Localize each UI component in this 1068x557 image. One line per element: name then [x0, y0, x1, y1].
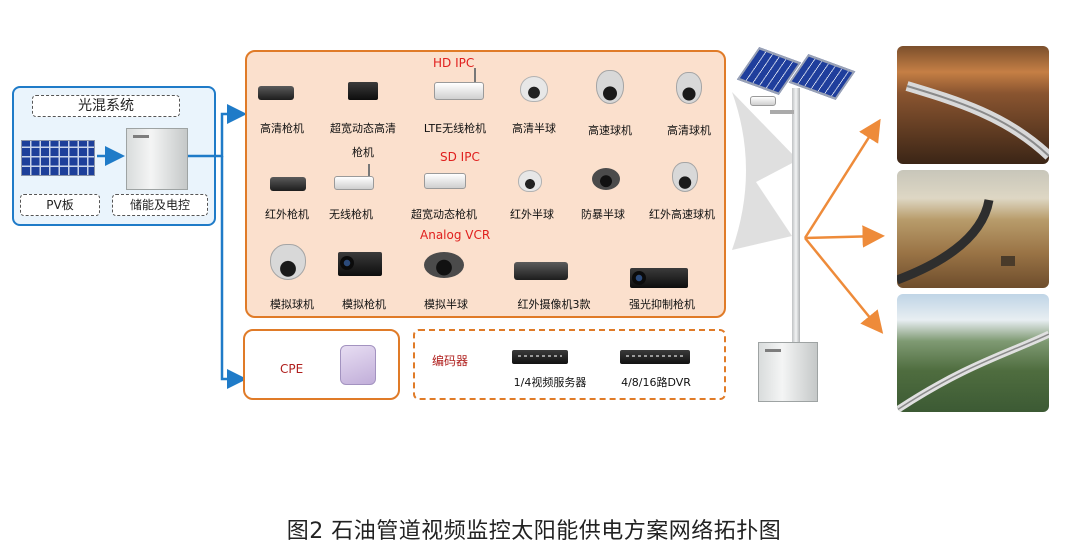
- hybrid-system-title: 光混系统: [32, 95, 180, 117]
- label-ir-bullet: 红外枪机: [265, 208, 309, 221]
- hybrid-system-box: 光混系统 PV板 储能及电控: [12, 86, 216, 226]
- analog-bullet-lens-icon: [340, 256, 354, 270]
- label-super-dynamic-bullet: 超宽动态枪机: [411, 208, 477, 221]
- hd-bullet-camera-icon: [258, 86, 294, 100]
- storage-label: 储能及电控: [112, 194, 208, 216]
- super-dynamic-bullet-icon: [424, 173, 466, 189]
- video-server-icon: [512, 350, 568, 364]
- super-dynamic-hd-camera-icon: [348, 82, 378, 100]
- hd-speed-dome-icon: [596, 70, 624, 104]
- label-strong-light-bullet: 强光抑制枪机: [629, 298, 695, 311]
- pipeline-photo-trench: [897, 170, 1049, 288]
- pipeline-grassland-pipe: [897, 330, 1049, 412]
- label-analog-bullet: 模拟枪机: [342, 298, 386, 311]
- pipeline-photo-desert: [897, 46, 1049, 164]
- power-to-cpe-arrow: [220, 156, 247, 389]
- label-hd-half-dome: 高清半球: [512, 122, 556, 135]
- sd-ipc-title: SD IPC: [440, 150, 480, 164]
- arrow-to-photo-1: [803, 118, 881, 239]
- arrow-to-photo-3: [804, 237, 884, 334]
- vandal-dome-icon: [592, 168, 620, 190]
- cpe-box: [243, 329, 400, 400]
- label-hd-bullet: 高清枪机: [260, 122, 304, 135]
- analog-half-dome-icon: [424, 252, 464, 278]
- label-vandal-dome: 防暴半球: [581, 208, 625, 221]
- hd-half-dome-icon: [520, 76, 548, 102]
- cpe-device-icon: [340, 345, 376, 385]
- wireless-antenna-icon: [368, 164, 370, 176]
- pipeline-photo-grassland: [897, 294, 1049, 412]
- label-wireless-bullet: 无线枪机: [329, 208, 373, 221]
- label-analog-half-dome: 模拟半球: [424, 298, 468, 311]
- pole-cabinet-icon: [758, 342, 818, 402]
- pipeline-trench-pipe: [897, 198, 1015, 285]
- analog-dome-icon: [270, 244, 306, 280]
- pole-arm-icon: [770, 110, 794, 114]
- hd-dome-icon: [676, 72, 702, 104]
- label-super-dynamic-hd-1: 超宽动态高清: [330, 122, 396, 135]
- label-ir-camera-3: 红外摄像机3款: [517, 298, 591, 311]
- label-hd-dome: 高清球机: [667, 124, 711, 137]
- solar-pole-icon: [792, 88, 800, 358]
- encoder-box: [413, 329, 726, 400]
- arrow-to-photo-2: [804, 225, 885, 248]
- label-dvr: 4/8/16路DVR: [621, 376, 691, 389]
- pv-panel-icon: [21, 140, 95, 176]
- signal-funnel-shape: [732, 92, 798, 250]
- cpe-label: CPE: [280, 362, 304, 376]
- label-super-dynamic-hd-2: 枪机: [352, 146, 374, 159]
- label-lte-wireless: LTE无线枪机: [423, 122, 487, 135]
- label-video-server: 1/4视频服务器: [513, 376, 587, 389]
- figure-caption: 图2 石油管道视频监控太阳能供电方案网络拓扑图: [286, 519, 782, 544]
- ir-half-dome-icon: [518, 170, 542, 192]
- pipeline-desert-pipe: [905, 81, 1049, 160]
- label-ir-speed-dome: 红外高速球机: [649, 208, 715, 221]
- analog-vcr-title: Analog VCR: [420, 228, 491, 242]
- label-hd-speed-dome: 高速球机: [588, 124, 632, 137]
- label-analog-dome: 模拟球机: [270, 298, 314, 311]
- ir-bullet-camera-icon: [270, 177, 306, 191]
- strong-light-lens-icon: [632, 271, 646, 285]
- encoder-title: 编码器: [432, 354, 469, 368]
- power-to-cameras-arrow: [188, 104, 247, 158]
- storage-cabinet-icon: [126, 128, 188, 190]
- label-ir-half-dome: 红外半球: [510, 208, 554, 221]
- wireless-bullet-camera-icon: [334, 176, 374, 190]
- pv-label: PV板: [20, 194, 100, 216]
- ir-speed-dome-icon: [672, 162, 698, 192]
- lte-wireless-camera-icon: [434, 82, 484, 100]
- dvr-icon: [620, 350, 690, 364]
- lte-antenna-icon: [474, 68, 476, 82]
- hd-ipc-title: HD IPC: [433, 56, 475, 70]
- ir-camera-icon: [514, 262, 568, 280]
- pole-camera-icon: [750, 96, 776, 106]
